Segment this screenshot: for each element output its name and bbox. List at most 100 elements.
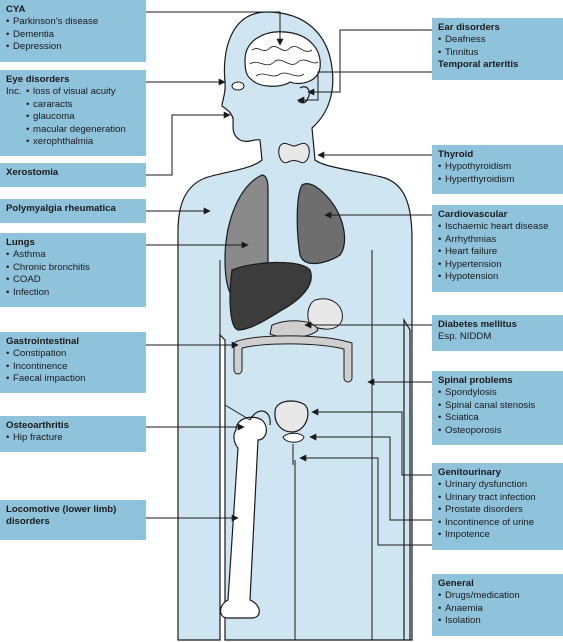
cardio-item: Ischaemic heart disease	[438, 221, 557, 234]
eye	[231, 81, 245, 91]
thyroid-item: Hypothyroidism	[438, 161, 557, 174]
thyroid-list: Hypothyroidism Hyperthyroidism	[438, 161, 557, 186]
genito-item: Incontinence of urine	[438, 517, 557, 530]
gastro-item: Constipation	[6, 348, 140, 361]
temporal-arteritis-title: Temporal arteritis	[438, 59, 519, 71]
xerostomia-title: Xerostomia	[6, 167, 59, 178]
box-eye-disorders: Eye disorders Inc. loss of visual acuity…	[0, 70, 146, 156]
eye-list: loss of visual acuity cararacts glaucoma…	[26, 86, 126, 148]
line-xero	[145, 111, 231, 176]
locomotive-title-1: Locomotive (lower limb)	[6, 504, 117, 515]
genito-title: Genitourinary	[438, 467, 501, 478]
ear-list: Deafness Tinnitus	[438, 34, 557, 59]
box-general: General Drugs/medication Anaemia Isolati…	[432, 574, 563, 636]
line-ear	[307, 29, 432, 96]
lungs-list: Asthma Chronic bronchitis COAD Infection	[6, 249, 140, 299]
eye-item: glaucoma	[26, 111, 126, 124]
line-genito-3	[299, 454, 432, 546]
box-cardiovascular: Cardiovascular Ischaemic heart disease A…	[432, 205, 563, 292]
osteo-title: Osteoarthritis	[6, 420, 69, 431]
osteo-list: Hip fracture	[6, 432, 140, 445]
spinal-item: Spinal canal stenosis	[438, 400, 557, 413]
eye-title: Eye disorders	[6, 74, 70, 85]
gastro-item: Faecal impaction	[6, 373, 140, 386]
line-genito-2	[309, 433, 432, 521]
cardio-title: Cardiovascular	[438, 209, 508, 220]
prostate	[282, 432, 305, 443]
general-list: Drugs/medication Anaemia Isolation	[438, 590, 557, 628]
eye-item: macular degeneration	[26, 124, 126, 137]
general-item: Isolation	[438, 615, 557, 628]
general-title: General	[438, 578, 474, 589]
gastro-item: Incontinence	[6, 361, 140, 374]
polymyalgia-title: Polymyalgia rheumatica	[6, 203, 116, 214]
box-locomotive: Locomotive (lower limb) disorders	[0, 500, 146, 540]
cya-item: Depression	[6, 41, 140, 54]
box-xerostomia: Xerostomia	[0, 163, 146, 187]
eye-item: xerophthalmia	[26, 136, 126, 149]
box-osteoarthritis: Osteoarthritis Hip fracture	[0, 416, 146, 452]
box-lungs: Lungs Asthma Chronic bronchitis COAD Inf…	[0, 233, 146, 307]
spinal-item: Sciatica	[438, 412, 557, 425]
box-thyroid: Thyroid Hypothyroidism Hyperthyroidism	[432, 145, 563, 194]
box-cya: CYA Parkinson’s disease Dementia Depress…	[0, 0, 146, 62]
box-diabetes: Diabetes mellitus Esp. NIDDM	[432, 315, 563, 351]
lung-left	[296, 183, 346, 265]
general-item: Drugs/medication	[438, 590, 557, 603]
cya-title: CYA	[6, 4, 26, 15]
cya-list: Parkinson’s disease Dementia Depression	[6, 16, 140, 54]
cardio-list: Ischaemic heart disease Arrhythmias Hear…	[438, 221, 557, 283]
genito-item: Prostate disorders	[438, 504, 557, 517]
diabetes-note: Esp. NIDDM	[438, 331, 492, 343]
lungs-item: COAD	[6, 274, 140, 287]
line-genito-1	[311, 408, 432, 476]
box-gastrointestinal: Gastrointestinal Constipation Incontinen…	[0, 332, 146, 393]
eye-inc: Inc.	[6, 86, 22, 98]
lungs-item: Asthma	[6, 249, 140, 262]
cya-item: Dementia	[6, 29, 140, 42]
genito-item: Impotence	[438, 529, 557, 542]
line-temporal	[297, 71, 432, 104]
box-genitourinary: Genitourinary Urinary dysfunction Urinar…	[432, 463, 563, 550]
locomotive-title-2: disorders	[6, 516, 50, 528]
cardio-item: Arrhythmias	[438, 234, 557, 247]
liver	[229, 261, 312, 331]
lungs-title: Lungs	[6, 237, 35, 248]
thyroid	[278, 142, 310, 164]
ear-item: Deafness	[438, 34, 557, 47]
eye-item: loss of visual acuity	[26, 86, 126, 99]
brain	[244, 31, 321, 87]
lungs-item: Infection	[6, 287, 140, 300]
box-ear-disorders: Ear disorders Deafness Tinnitus Temporal…	[432, 18, 563, 80]
femur	[219, 416, 267, 619]
ear-item: Tinnitus	[438, 47, 557, 60]
hip-joint	[249, 410, 271, 426]
genito-item: Urinary dysfunction	[438, 479, 557, 492]
spinal-title: Spinal problems	[438, 375, 513, 386]
box-polymyalgia: Polymyalgia rheumatica	[0, 199, 146, 223]
cya-item: Parkinson’s disease	[6, 16, 140, 29]
cardio-item: Heart failure	[438, 246, 557, 259]
bladder	[274, 400, 309, 433]
gastro-list: Constipation Incontinence Faecal impacti…	[6, 348, 140, 386]
osteo-item: Hip fracture	[6, 432, 140, 445]
line-hip	[224, 404, 251, 421]
cardio-item: Hypotension	[438, 271, 557, 284]
cardio-item: Hypertension	[438, 259, 557, 272]
box-spinal: Spinal problems Spondylosis Spinal canal…	[432, 371, 563, 445]
stomach	[307, 298, 343, 330]
spinal-item: Osteoporosis	[438, 425, 557, 438]
general-item: Anaemia	[438, 603, 557, 616]
line-cya	[145, 11, 284, 46]
diabetes-title: Diabetes mellitus	[438, 319, 517, 330]
genito-list: Urinary dysfunction Urinary tract infect…	[438, 479, 557, 541]
spinal-item: Spondylosis	[438, 387, 557, 400]
ear-title: Ear disorders	[438, 22, 500, 33]
genito-item: Urinary tract infection	[438, 492, 557, 505]
lungs-item: Chronic bronchitis	[6, 262, 140, 275]
thyroid-title: Thyroid	[438, 149, 474, 160]
spinal-list: Spondylosis Spinal canal stenosis Sciati…	[438, 387, 557, 437]
thyroid-item: Hyperthyroidism	[438, 174, 557, 187]
